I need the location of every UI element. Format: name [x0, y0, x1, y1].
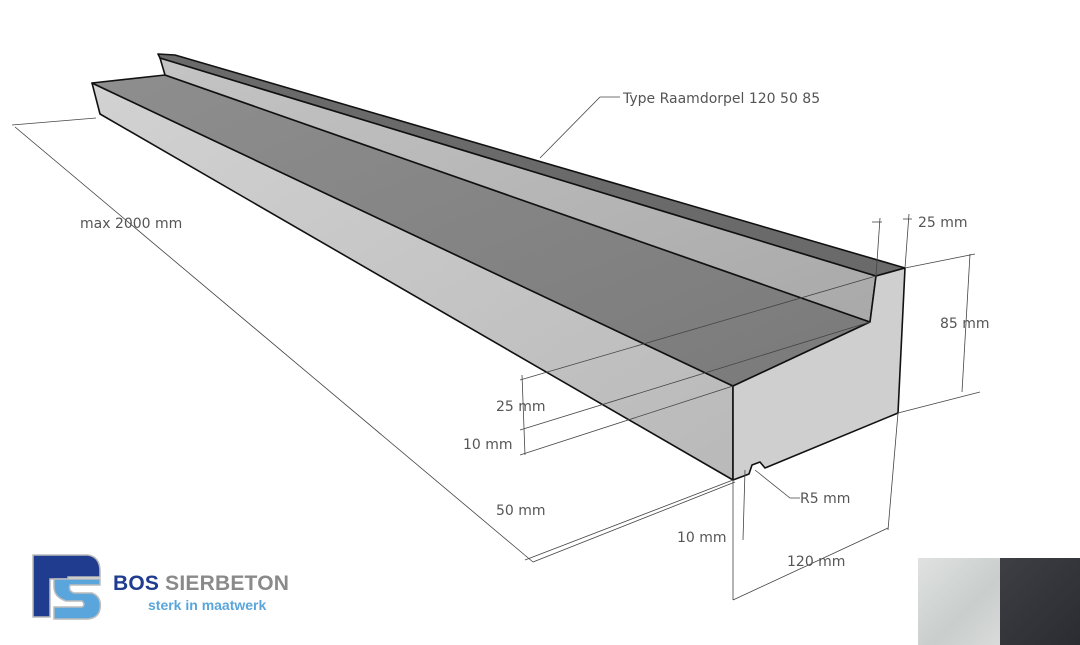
dim-length: max 2000 mm: [80, 216, 182, 232]
dim-drip-offset: 10 mm: [677, 530, 727, 546]
bos-sierbeton-logo: [30, 553, 300, 623]
dim-step-10: 10 mm: [463, 437, 513, 453]
dim-total-height: 85 mm: [940, 316, 990, 332]
dim-step-25: 25 mm: [496, 399, 546, 415]
dim-depth: 120 mm: [787, 554, 845, 570]
type-label: Type Raamdorpel 120 50 85: [622, 91, 820, 107]
end-face: [732, 267, 906, 481]
brand-name: BOS SIERBETON: [113, 572, 290, 595]
brand-tagline: sterk in maatwerk: [148, 597, 267, 613]
dim-drip-radius: R5 mm: [800, 491, 850, 507]
color-sample-photo: [918, 558, 1080, 645]
light-gray-sample: [918, 558, 1000, 645]
logo-mark-icon: [32, 554, 102, 620]
dim-upstand-width: 25 mm: [918, 215, 968, 231]
dimension-lines: [11, 96, 981, 601]
dim-front-height: 50 mm: [496, 503, 546, 519]
anthracite-sample: [1000, 558, 1080, 645]
